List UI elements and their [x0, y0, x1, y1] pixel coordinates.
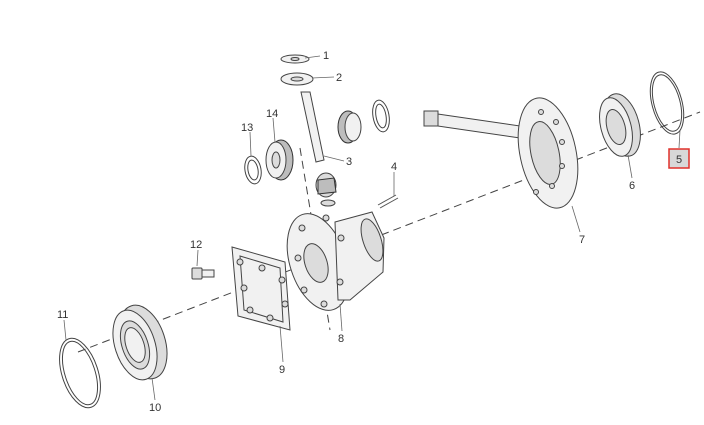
label-5[interactable]: 5 — [676, 154, 682, 166]
label-8[interactable]: 8 — [338, 333, 344, 345]
part-4-pin[interactable] — [377, 194, 399, 209]
thrust-washer — [372, 99, 390, 133]
part-14-side-gear[interactable] — [265, 139, 294, 181]
part-10-bearing[interactable] — [105, 299, 176, 385]
part-8-differential-case[interactable] — [276, 206, 387, 318]
part-11-snap-ring[interactable] — [52, 333, 108, 413]
callout-leaders — [63, 55, 681, 401]
label-12[interactable]: 12 — [190, 239, 202, 251]
part-2-side-gear[interactable] — [280, 72, 314, 86]
label-2[interactable]: 2 — [336, 72, 342, 84]
part-labels: 1 2 3 4 5 6 7 8 9 10 11 12 13 14 — [57, 50, 682, 414]
label-10[interactable]: 10 — [149, 402, 161, 414]
selected-part-highlight — [668, 148, 690, 169]
part-1-thrust-washer[interactable] — [280, 54, 310, 64]
label-7[interactable]: 7 — [579, 234, 585, 246]
part-9-gasket[interactable] — [231, 246, 291, 331]
part-12-bolt[interactable] — [191, 267, 215, 280]
label-1[interactable]: 1 — [323, 50, 329, 62]
part-7-axle-shaft[interactable] — [423, 92, 587, 213]
label-9[interactable]: 9 — [279, 364, 285, 376]
label-6[interactable]: 6 — [629, 180, 635, 192]
label-13[interactable]: 13 — [241, 122, 253, 134]
assembly-axis — [77, 111, 701, 353]
part-13-washer[interactable] — [243, 155, 264, 185]
label-14[interactable]: 14 — [266, 108, 278, 120]
label-4[interactable]: 4 — [391, 161, 397, 173]
bevel-gear — [337, 110, 362, 144]
part-3-cross-shaft[interactable] — [300, 91, 337, 207]
part-6-bearing[interactable] — [594, 90, 647, 161]
label-11[interactable]: 11 — [57, 309, 68, 321]
label-3[interactable]: 3 — [346, 156, 352, 168]
part-5-snap-ring[interactable] — [644, 68, 690, 138]
